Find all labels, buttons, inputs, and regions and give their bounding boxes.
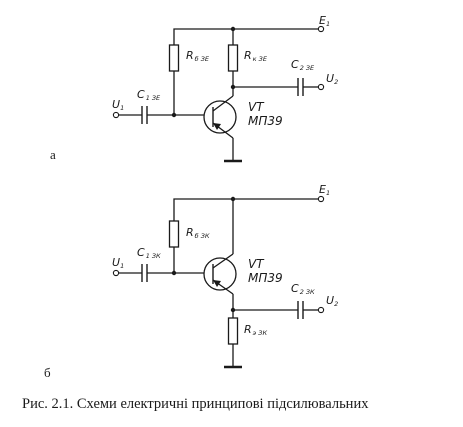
diagram-b: E1 Rб ЗК C1 ЗК U1 VT МП39 C2 ЗК U2 Rэ ЗК… bbox=[44, 183, 338, 380]
svg-text:U2: U2 bbox=[326, 294, 338, 308]
svg-text:E1: E1 bbox=[319, 183, 330, 197]
svg-text:E1: E1 bbox=[319, 14, 330, 28]
svg-text:Rк ЗЕ: Rк ЗЕ bbox=[244, 49, 268, 63]
u2-terminal-a[interactable] bbox=[317, 83, 325, 91]
svg-text:U1: U1 bbox=[112, 98, 124, 112]
u1-terminal-a[interactable] bbox=[112, 111, 120, 119]
svg-text:C1 ЗЕ: C1 ЗЕ bbox=[137, 88, 161, 102]
e-label-a: E bbox=[319, 14, 326, 27]
junction-node bbox=[230, 26, 236, 32]
u2-terminal-b[interactable] bbox=[317, 306, 325, 314]
u1-label-b: U bbox=[112, 256, 120, 269]
transistor-collector-lead-a bbox=[212, 95, 234, 112]
u2-label-sub-b: 2 bbox=[334, 300, 338, 308]
u1-label-sub-b: 1 bbox=[120, 262, 124, 270]
c-out-label-sub-a: 2 ЗЕ bbox=[300, 64, 315, 72]
c-in-label-a: C bbox=[137, 88, 145, 101]
r-coll-label-a: R bbox=[244, 49, 252, 62]
c-in-label-sub-a: 1 ЗЕ bbox=[146, 94, 161, 102]
supply-rail-b bbox=[173, 198, 318, 273]
transistor-collector-lead-b bbox=[212, 253, 234, 269]
collector-resistor-a bbox=[227, 44, 239, 72]
c-out-label-b: C bbox=[291, 282, 299, 295]
r-base-label-b: R bbox=[186, 226, 194, 239]
junction-node bbox=[171, 112, 177, 118]
figure-caption: Рис. 2.1. Схеми електричні принципові пі… bbox=[22, 396, 369, 412]
e-label-b: E bbox=[319, 183, 326, 196]
r-base-label-a: R bbox=[186, 49, 194, 62]
e-terminal-b[interactable] bbox=[317, 195, 325, 203]
svg-text:Rб ЗЕ: Rб ЗЕ bbox=[186, 49, 210, 63]
base-resistor-b bbox=[168, 220, 180, 248]
c-in-label-sub-b: 1 ЗК bbox=[146, 252, 161, 260]
svg-text:Rэ ЗК: Rэ ЗК bbox=[244, 323, 267, 337]
svg-text:Rб ЗК: Rб ЗК bbox=[186, 226, 210, 240]
svg-text:U1: U1 bbox=[112, 256, 124, 270]
r-base-label-sub-b: б ЗК bbox=[195, 232, 210, 240]
svg-text:U2: U2 bbox=[326, 72, 338, 86]
svg-text:C1 ЗК: C1 ЗК bbox=[137, 246, 161, 260]
diagram-a: E1 Rб ЗЕ Rк ЗЕ C2 ЗЕ U2 C1 ЗЕ U1 VT МП39… bbox=[50, 14, 338, 163]
emitter-resistor-b bbox=[227, 317, 239, 345]
emitter-arrow-b bbox=[213, 280, 221, 287]
u1-label-a: U bbox=[112, 98, 120, 111]
transistor-a bbox=[203, 100, 237, 134]
svg-text:C2 ЗК: C2 ЗК bbox=[291, 282, 315, 296]
u1-label-sub-a: 1 bbox=[120, 104, 124, 112]
r-coll-label-sub-a: к ЗЕ bbox=[253, 55, 268, 63]
e-label-sub-a: 1 bbox=[326, 20, 330, 28]
sub-letter-a: а bbox=[50, 147, 56, 162]
u1-terminal-b[interactable] bbox=[112, 269, 120, 277]
c-in-label-b: C bbox=[137, 246, 145, 259]
r-emit-label-b: R bbox=[244, 323, 252, 336]
e-terminal-a[interactable] bbox=[317, 25, 325, 33]
emitter-arrow-a bbox=[213, 123, 221, 130]
transistor-b bbox=[203, 257, 237, 291]
junction-node bbox=[171, 270, 177, 276]
r-emit-label-sub-b: э ЗК bbox=[253, 329, 268, 337]
c-out-label-sub-b: 2 ЗК bbox=[300, 288, 315, 296]
svg-text:C2 ЗЕ: C2 ЗЕ bbox=[291, 58, 315, 72]
u2-label-sub-a: 2 bbox=[334, 78, 338, 86]
vt-label-b: VT bbox=[248, 257, 265, 271]
u2-label-b: U bbox=[326, 294, 334, 307]
model-label-b: МП39 bbox=[248, 271, 283, 285]
junction-node bbox=[230, 196, 236, 202]
base-resistor-a bbox=[168, 44, 180, 72]
sub-letter-b: б bbox=[44, 365, 51, 380]
r-base-label-sub-a: б ЗЕ bbox=[195, 55, 210, 63]
e-label-sub-b: 1 bbox=[326, 189, 330, 197]
junction-node bbox=[230, 84, 236, 90]
u2-label-a: U bbox=[326, 72, 334, 85]
c-out-label-a: C bbox=[291, 58, 299, 71]
vt-label-a: VT bbox=[248, 100, 265, 114]
model-label-a: МП39 bbox=[248, 114, 283, 128]
supply-rail-a bbox=[173, 28, 318, 115]
